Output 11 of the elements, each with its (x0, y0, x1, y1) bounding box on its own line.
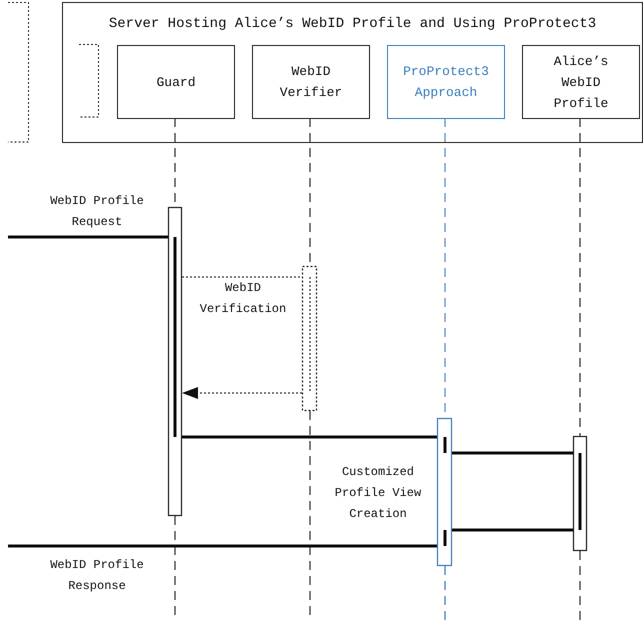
activation-bar (302, 266, 317, 411)
message-arrow (182, 387, 302, 399)
server-container (62, 2, 643, 143)
container-title: Server Hosting Alice’s WebID Profile and Using ProProtect3 (108, 16, 598, 32)
participant-box: ProProtect3 Approach (387, 45, 505, 119)
activation-bar (573, 436, 587, 551)
activation-bar (168, 207, 182, 516)
participant-box: WebID Verifier (252, 45, 370, 119)
participant-box: Alice’s WebID Profile (522, 45, 640, 119)
activation-bar (437, 418, 452, 566)
participant-box: Guard (117, 45, 235, 119)
